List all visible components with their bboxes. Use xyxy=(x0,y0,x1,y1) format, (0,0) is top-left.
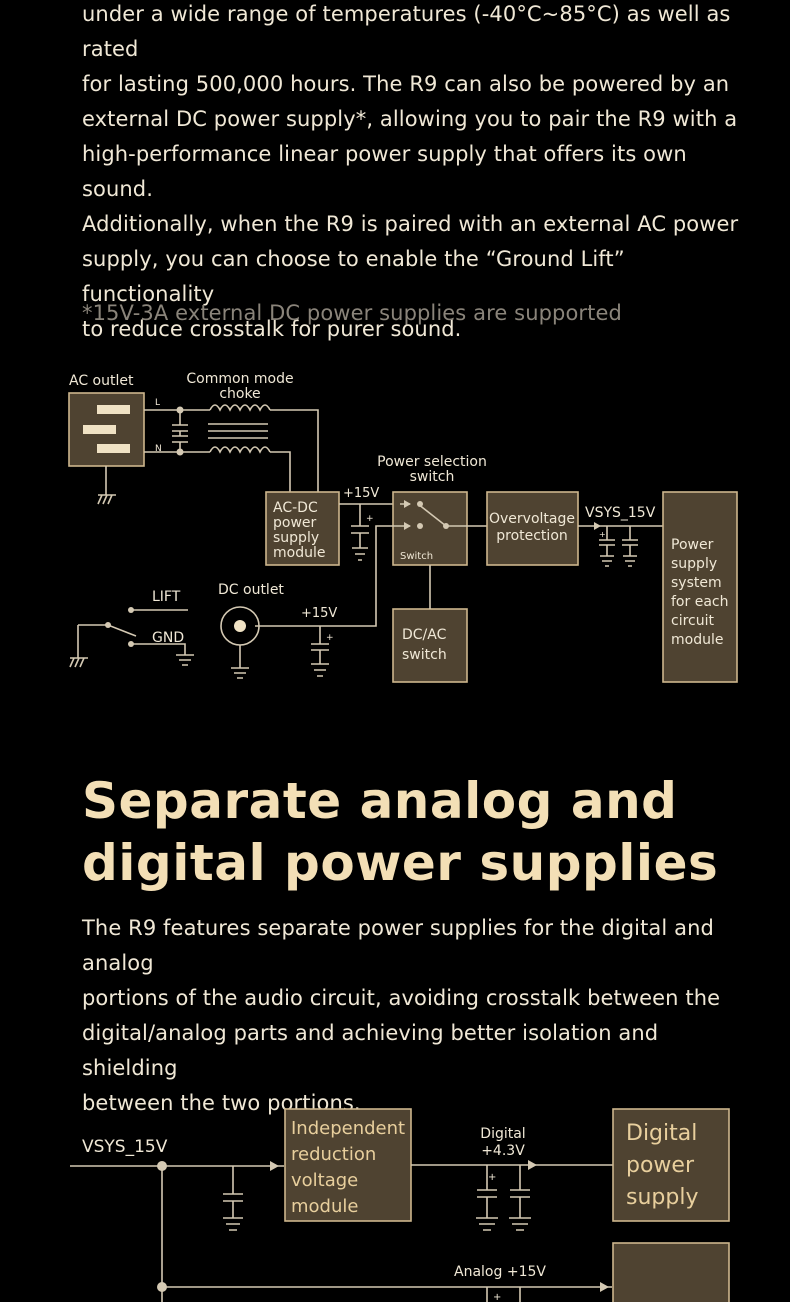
psys-label-6: module xyxy=(671,632,723,648)
dc-outlet-label: DC outlet xyxy=(218,582,284,598)
vsys-input-label: VSYS_15V xyxy=(82,1137,168,1157)
lift-label: LIFT xyxy=(152,589,181,605)
plus-sign: + xyxy=(493,1292,501,1302)
power-input-diagram: AC outlet L N Common mode choke AC-DC po… xyxy=(68,371,738,683)
x-capacitor xyxy=(172,410,188,452)
digital-power-supply-box xyxy=(612,1108,730,1222)
choke-label-1: Common mode xyxy=(186,371,293,387)
arrow-head xyxy=(528,1160,537,1170)
power-selection-label-1: Power selection xyxy=(377,454,487,470)
choke-coil xyxy=(209,404,271,412)
ind-label-4: module xyxy=(291,1196,358,1217)
choke-label-2: choke xyxy=(219,386,260,402)
arrow-head xyxy=(594,522,601,530)
arrow-head xyxy=(600,1282,609,1292)
ind-label-2: reduction xyxy=(291,1144,376,1165)
plus15v-label-b: +15V xyxy=(301,606,337,621)
psys-label-2: supply xyxy=(671,556,717,572)
power-separation-diagram: VSYS_15V Independent reduction voltage m… xyxy=(70,1108,730,1302)
psys-label-3: system xyxy=(671,575,722,591)
choke-to-acdc xyxy=(270,409,319,492)
acdc-label-1: AC-DC xyxy=(273,500,318,516)
vsys-cap-1 xyxy=(599,526,615,567)
ground-symbol xyxy=(176,654,194,666)
arrow-head xyxy=(270,1161,279,1171)
vsys-cap-2 xyxy=(622,526,638,567)
plus-sign: + xyxy=(488,1172,496,1183)
dcac-label-2: switch xyxy=(402,647,447,663)
digital-cap-2 xyxy=(509,1165,531,1231)
ind-label-1: Independent xyxy=(291,1118,405,1139)
overvoltage-label-2: protection xyxy=(496,528,568,544)
filter-cap-b xyxy=(311,626,329,677)
dcac-switch-box xyxy=(392,608,468,683)
power-selection-label-2: switch xyxy=(410,469,455,485)
section-heading: Separate analog and digital power suppli… xyxy=(82,772,719,892)
plus-sign: + xyxy=(326,633,334,643)
digital-rail-label-1: Digital xyxy=(480,1126,525,1142)
analog-power-supply-box xyxy=(612,1242,730,1302)
wire-l-label: L xyxy=(155,398,160,408)
power-supply-system-box xyxy=(662,491,738,683)
lift-node xyxy=(128,607,134,613)
earth-symbol xyxy=(97,466,116,505)
digital-cap-1 xyxy=(476,1165,498,1231)
input-cap xyxy=(223,1166,243,1231)
gnd-wire xyxy=(131,643,186,655)
switch-node xyxy=(417,523,423,529)
wire-n-label: N xyxy=(155,444,162,454)
plus-sign: + xyxy=(599,530,606,539)
intro-paragraph: under a wide range of temperatures (-40°… xyxy=(82,2,739,341)
arrow-head xyxy=(404,500,411,530)
acdc-label-3: supply xyxy=(273,530,319,546)
switch-label: Switch xyxy=(400,551,433,562)
ground-lift-switch xyxy=(69,624,137,668)
ac-outlet-slot xyxy=(83,425,116,434)
dps-label-3: supply xyxy=(626,1185,698,1210)
filter-cap-a xyxy=(351,504,369,561)
dps-label-2: power xyxy=(626,1153,695,1178)
acdc-module-box xyxy=(265,491,340,566)
acdc-label-4: module xyxy=(273,545,325,561)
gnd-label: GND xyxy=(152,630,184,646)
ind-label-3: voltage xyxy=(291,1170,358,1191)
ac-outlet-slot xyxy=(97,405,130,414)
overvoltage-label-1: Overvoltage xyxy=(489,511,575,527)
psys-label-5: circuit xyxy=(671,613,714,629)
choke-core xyxy=(208,423,268,439)
node xyxy=(157,1282,167,1292)
acdc-label-2: power xyxy=(273,515,317,531)
overvoltage-protection-box xyxy=(486,491,579,566)
gnd-node xyxy=(128,641,134,647)
dps-label-1: Digital xyxy=(626,1121,697,1146)
analog-rail-label: Analog +15V xyxy=(454,1264,546,1280)
plus-sign: + xyxy=(366,514,374,524)
ac-outlet-label: AC outlet xyxy=(69,373,134,389)
digital-rail-label-2: +4.3V xyxy=(481,1143,525,1159)
dcac-label-1: DC/AC xyxy=(402,627,447,643)
vsys-label: VSYS_15V xyxy=(585,505,656,521)
psys-label-1: Power xyxy=(671,537,714,553)
ac-outlet-slot xyxy=(97,444,130,453)
switch-node xyxy=(443,523,449,529)
plus15v-label-a: +15V xyxy=(343,486,379,501)
vsys-branch-wire xyxy=(161,1166,612,1302)
dc-outlet-ground xyxy=(231,645,249,679)
body-paragraph: The R9 features separate power supplies … xyxy=(82,916,721,1115)
psys-label-4: for each xyxy=(671,594,728,610)
choke-coil xyxy=(209,446,271,454)
dc-input-wire xyxy=(255,525,400,627)
dc-outlet-pin xyxy=(234,620,246,632)
footnote: *15V-3A external DC power supplies are s… xyxy=(82,301,622,325)
switch-node xyxy=(417,501,423,507)
